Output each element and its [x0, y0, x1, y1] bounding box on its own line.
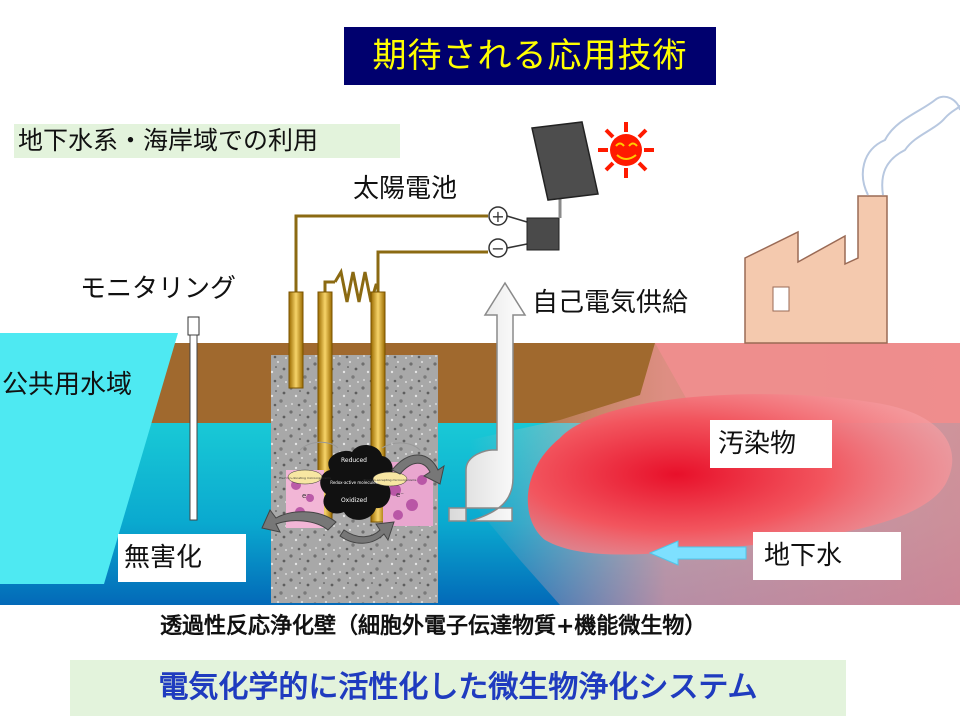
inset-eright-label: e⁻: [396, 491, 404, 499]
microbe-inset: [286, 441, 433, 528]
harmless-label-box: [118, 534, 246, 582]
inset-oxidized-label: Oxidized: [341, 497, 367, 504]
solar-cell-label: 太陽電池: [353, 174, 458, 204]
sun-icon: [598, 122, 654, 178]
plus-terminal-label: +: [491, 207, 504, 226]
wall-caption: 透過性反応浄化壁（細胞外電子伝達物質+機能微生物）: [160, 614, 707, 639]
bottom-banner: 電気化学的に活性化した微生物浄化システム: [70, 660, 846, 716]
groundwater-label: 地下水: [764, 541, 843, 571]
pollutant-label: 汚染物: [718, 429, 797, 459]
resistor-icon: [333, 267, 378, 303]
page-title: 期待される応用技術: [344, 27, 716, 85]
harmless-label: 無害化: [124, 543, 203, 573]
self-power-label: 自己電気供給: [532, 288, 689, 318]
inset-right-label: Electron-accepting microorganisms: [364, 478, 417, 482]
inset-center-label: Redox-active molecules: [330, 480, 377, 485]
subtitle-label: 地下水系・海岸域での利用: [18, 126, 319, 155]
monitoring-label: モニタリング: [80, 274, 237, 304]
public-water-label: 公共用水域: [2, 370, 133, 400]
pollutant-plume: [527, 394, 953, 555]
smoke-icon: [861, 95, 960, 196]
minus-terminal-label: −: [491, 239, 504, 258]
public-water-body: [0, 333, 178, 584]
inset-eleft-label: e⁻: [302, 492, 310, 500]
circuit-wires: [294, 214, 488, 303]
subtitle-box: [14, 124, 400, 158]
factory-icon: [744, 195, 888, 344]
inset-left-label: Electron-donating microorganisms: [279, 476, 331, 480]
pollutant-label-box: [710, 420, 832, 468]
battery-box: [526, 217, 560, 251]
inset-reduced-label: Reduced: [341, 457, 367, 464]
self-power-arrow-icon: [448, 281, 527, 522]
groundwater-label-box: [753, 532, 901, 580]
monitoring-electrode: [288, 291, 304, 389]
monitoring-probe-icon: [187, 316, 200, 521]
circulation-arrows: [261, 454, 445, 544]
arrow-left-icon: [648, 540, 747, 566]
factory-window: [772, 286, 790, 312]
solar-panel-icon: [531, 121, 599, 201]
